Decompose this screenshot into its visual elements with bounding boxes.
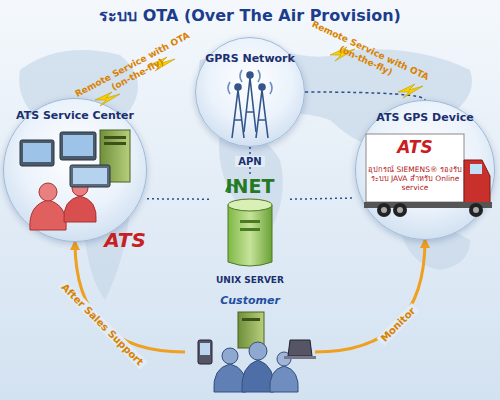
ats-logo: ATS [95,228,155,252]
node-title: INET [226,175,275,197]
antenna-tower [228,70,272,138]
dotted-link [147,198,210,200]
node-subtitle: UNIX SERVER [216,275,284,285]
ats-logo: ATS [380,137,450,157]
edge-label: APN [235,156,264,167]
node-title: GPRS Network [205,52,295,65]
customer-group [198,312,316,392]
device-note: อุปกรณ์ SIEMENS® รองรับระบบ JAVA สำหรับ … [368,165,462,192]
edge-label: Monitor [376,302,419,345]
service-workstation [20,130,130,230]
dashed-link [305,92,425,100]
monitor-arrow [315,240,425,352]
support-arrow [75,242,185,352]
node-title: ATS GPS Device [376,111,473,124]
node-title: ATS Service Center [16,109,134,122]
dotted-link [290,198,355,199]
truck [364,134,492,217]
unix-server [226,185,272,266]
diagram-title: ระบบ OTA (Over The Air Provision) [0,3,500,28]
node-title: Customer [220,294,280,307]
gprs-circle: GPRS Network [195,37,305,147]
